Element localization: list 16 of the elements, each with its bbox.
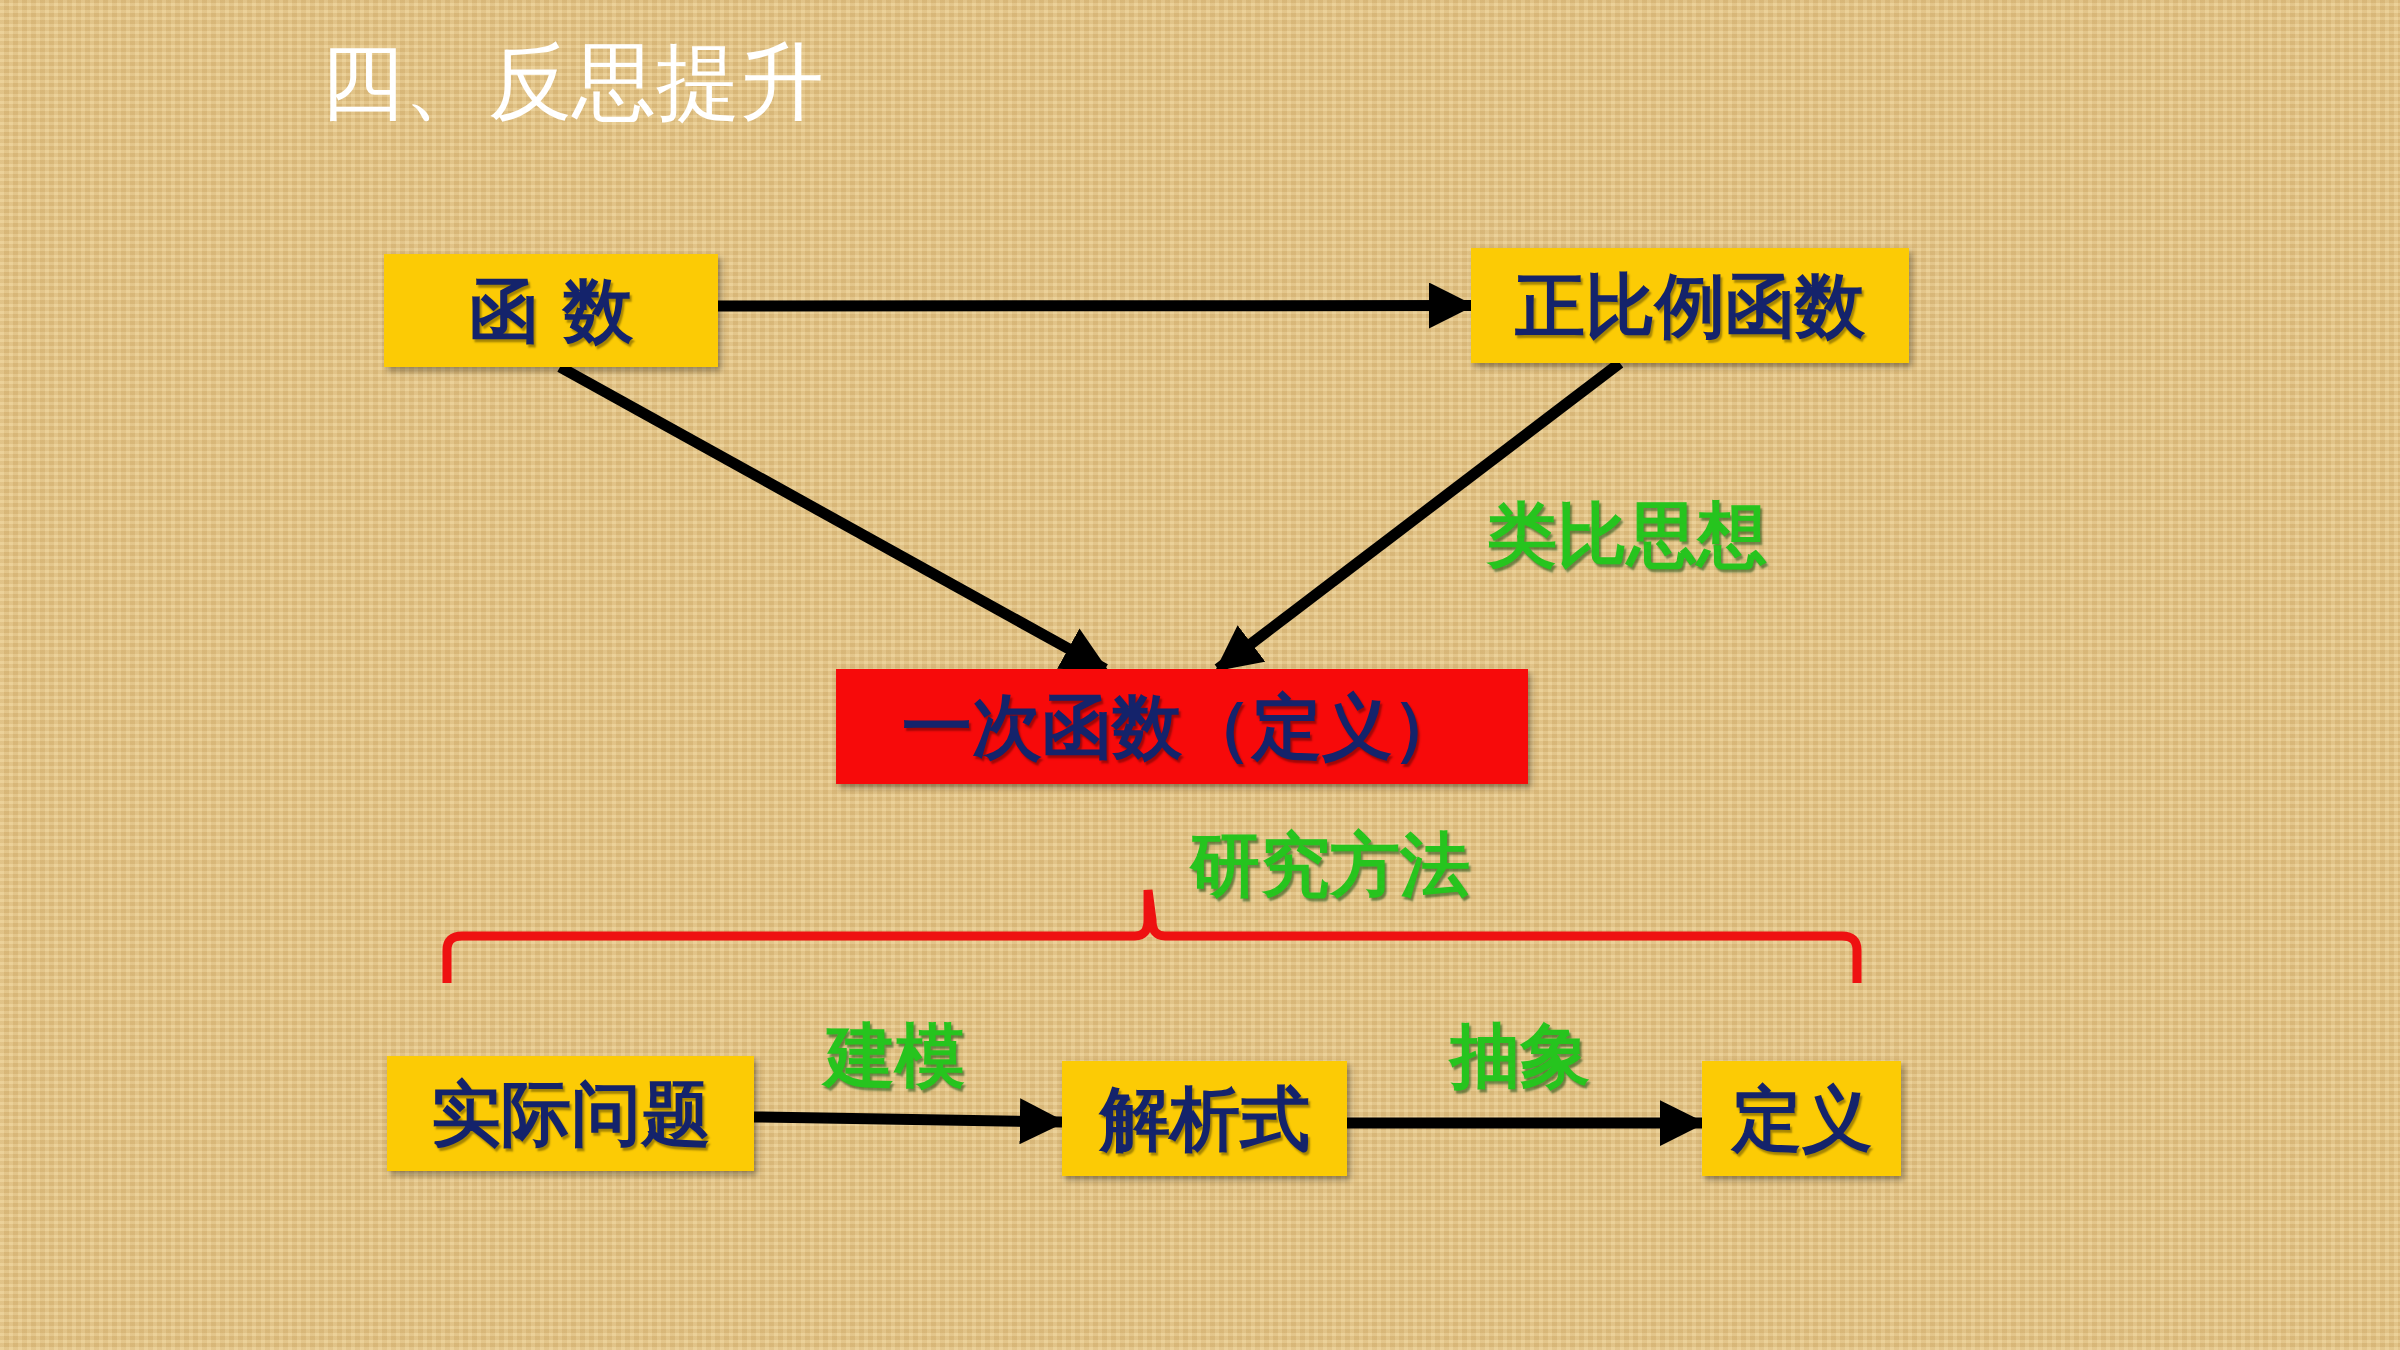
box-text: 实际问题 (430, 1078, 711, 1149)
box-text: 定义 (1731, 1083, 1872, 1154)
brace-label: 研究方法 (1190, 830, 1470, 900)
slide-title: 四、反思提升 (320, 32, 824, 133)
highlight-box (836, 669, 1528, 784)
edge-label: 类比思想 (1487, 500, 1767, 570)
box-text: 解析式 (1099, 1083, 1310, 1154)
concept-box (387, 1056, 754, 1171)
concept-box (1471, 248, 1909, 363)
box-text: 一次函数（定义） (902, 691, 1462, 762)
box-text: 函 数 (468, 275, 634, 346)
concept-box (1702, 1061, 1901, 1176)
concept-box (384, 254, 718, 367)
edge-label: 抽象 (1450, 1021, 1590, 1091)
box-text: 正比例函数 (1515, 270, 1865, 341)
concept-box (1062, 1061, 1347, 1176)
